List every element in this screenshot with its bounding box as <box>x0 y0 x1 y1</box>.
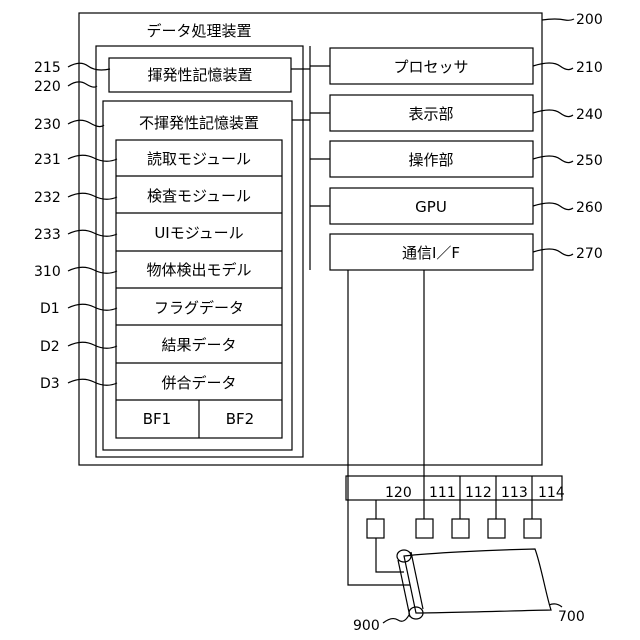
module-stack <box>116 140 282 438</box>
device-ref: 200 <box>576 12 603 28</box>
object-detection-model-label: 物体検出モデル <box>146 261 251 279</box>
operation-leader <box>533 156 573 163</box>
inspect-leader <box>68 193 117 199</box>
processor-label: プロセッサ <box>393 58 468 76</box>
memory-group-leader <box>68 82 97 87</box>
nonvolatile-ref: 230 <box>34 117 61 133</box>
operation-label: 操作部 <box>408 151 453 169</box>
display-label: 表示部 <box>408 105 453 123</box>
memory-group-ref: 220 <box>34 79 61 95</box>
camera-main-ref: 120 <box>385 485 412 501</box>
camera-1-icon <box>416 519 433 538</box>
device-title: データ処理装置 <box>146 22 251 40</box>
camera-4-icon <box>524 519 541 538</box>
display-ref: 240 <box>576 107 603 123</box>
inspect-module-label: 検査モジュール <box>147 187 251 205</box>
camera-1-ref: 111 <box>429 485 456 501</box>
camera-2-ref: 112 <box>465 485 492 501</box>
volatile-leader <box>68 63 110 70</box>
display-leader <box>533 110 573 117</box>
volatile-ref: 215 <box>34 60 61 76</box>
camera-3-icon <box>488 519 505 538</box>
camera-3-ref: 113 <box>501 485 528 501</box>
nonvolatile-leader <box>68 120 104 126</box>
comm-leader <box>533 249 573 256</box>
flag-data-label: フラグデータ <box>154 299 244 317</box>
comm-ref: 270 <box>576 246 603 262</box>
processor-leader <box>533 63 573 70</box>
ui-leader <box>68 230 117 236</box>
buffer-2-label: BF2 <box>226 410 254 428</box>
model-leader <box>68 267 117 273</box>
camera-4-ref: 114 <box>538 485 565 501</box>
gpu-label: GPU <box>415 198 447 216</box>
roller-leader <box>383 615 409 623</box>
flag-ref: D1 <box>40 301 60 317</box>
model-ref: 310 <box>34 264 61 280</box>
volatile-memory-label: 揮発性記憶装置 <box>147 66 252 84</box>
comm-interface-label: 通信I／F <box>402 244 460 262</box>
reader-leader <box>68 155 117 161</box>
processor-ref: 210 <box>576 60 603 76</box>
reader-ref: 231 <box>34 152 61 168</box>
gpu-leader <box>533 203 573 210</box>
buffer-1-label: BF1 <box>143 410 171 428</box>
conveyor-leader <box>549 604 562 607</box>
result-data-label: 結果データ <box>161 336 236 354</box>
ui-module-label: UIモジュール <box>154 224 243 242</box>
gpu-ref: 260 <box>576 200 603 216</box>
flag-leader <box>68 304 117 310</box>
result-leader <box>68 342 117 348</box>
merged-data-label: 併合データ <box>161 374 236 392</box>
nonvolatile-memory-label: 不揮発性記憶装置 <box>139 114 259 132</box>
device-leader <box>542 19 574 20</box>
roller-ref: 900 <box>353 618 380 634</box>
merge-leader <box>68 379 117 385</box>
main-camera-icon <box>367 519 384 538</box>
result-ref: D2 <box>40 339 60 355</box>
operation-ref: 250 <box>576 153 603 169</box>
ui-ref: 233 <box>34 227 61 243</box>
reader-module-label: 読取モジュール <box>147 150 251 168</box>
conveyor-belt-icon <box>404 549 551 613</box>
conveyor-ref: 700 <box>558 609 585 625</box>
merge-ref: D3 <box>40 376 60 392</box>
inspect-ref: 232 <box>34 190 61 206</box>
camera-2-icon <box>452 519 469 538</box>
